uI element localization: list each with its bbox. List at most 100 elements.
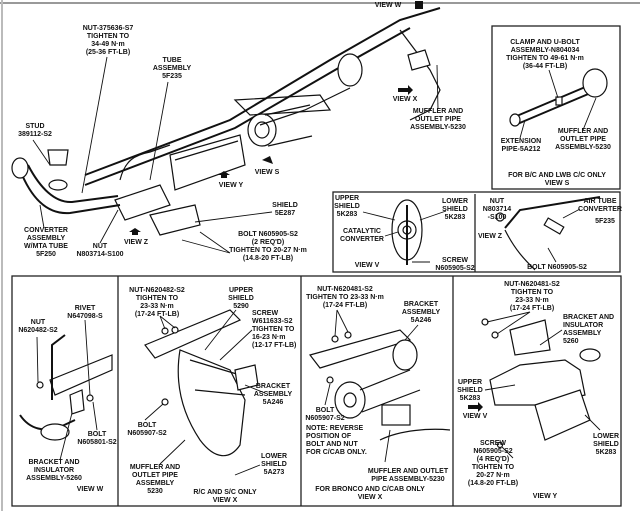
label-line: LOWER xyxy=(593,433,619,440)
label-line: (36-44 FT-LB) xyxy=(523,63,567,70)
label-line: ASSEMBLY xyxy=(136,480,175,487)
label-line: VIEW S xyxy=(255,169,280,176)
label-line: VIEW Y xyxy=(219,182,244,189)
label-line: SHIELD xyxy=(272,202,298,209)
label-line: 5260 xyxy=(563,338,579,345)
label-line: SCREW xyxy=(480,440,506,447)
label-line: 5K283 xyxy=(445,214,466,221)
view-w-drawing xyxy=(19,319,113,461)
label-line: SCREW xyxy=(252,310,278,317)
label-line: ASSEMBLY xyxy=(402,309,441,316)
label-line: TIGHTEN TO xyxy=(472,464,515,471)
label-line: (25-36 FT-LB) xyxy=(86,49,130,56)
label-line: N605907-S2 xyxy=(305,415,344,422)
view-y-arrow xyxy=(218,171,230,178)
label-line: STUD xyxy=(25,123,44,130)
view-v-z-panel xyxy=(332,191,621,273)
label-y-viewv: VIEW V xyxy=(463,413,488,420)
label-line: VIEW Z xyxy=(124,239,149,246)
label-line: 5E287 xyxy=(275,210,295,217)
label-line: BRACKET xyxy=(256,383,291,390)
label-line: VIEW Z xyxy=(478,233,503,240)
label-line: TIGHTEN TO 23-33 N·m xyxy=(306,294,384,301)
label-line: BOLT AND NUT xyxy=(306,441,358,448)
label-z-5f235: 5F235 xyxy=(595,218,615,225)
label-line: SHIELD xyxy=(457,387,483,394)
label-line: TUBE xyxy=(162,57,181,64)
label-line: UPPER xyxy=(335,195,359,202)
label-line: LOWER xyxy=(261,453,287,460)
label-line: 5F250 xyxy=(36,251,56,258)
label-line: LOWER xyxy=(442,198,468,205)
label-line: VIEW S xyxy=(545,180,570,187)
label-line: (14.8-20 FT-LB) xyxy=(243,255,293,262)
label-line: 5290 xyxy=(233,303,249,310)
label-line: CONVERTER xyxy=(340,236,384,243)
label-view-s-main: VIEW S xyxy=(255,169,280,176)
label-line: SHIELD xyxy=(228,295,254,302)
label-line: BOLT xyxy=(316,407,335,414)
label-line: (17-24 FT-LB) xyxy=(135,311,179,318)
label-line: VIEW X xyxy=(213,497,238,504)
label-line: FOR B/C AND LWB C/C ONLY xyxy=(508,172,606,179)
label-line: ASSEMBLY xyxy=(254,391,293,398)
label-line: FOR BRONCO AND C/CAB ONLY xyxy=(315,486,425,493)
label-line: (17-24 FT-LB) xyxy=(510,305,554,312)
label-line: VIEW W xyxy=(77,486,104,493)
label-view-x-main: VIEW X xyxy=(393,96,418,103)
label-line: NUT xyxy=(93,243,108,250)
label-line: 389112-S2 xyxy=(18,131,52,138)
view-v-arrow xyxy=(468,402,483,412)
label-line: N803714-S100 xyxy=(76,251,123,258)
leader-lines-main xyxy=(32,56,439,254)
label-line: VIEW X xyxy=(358,494,383,501)
view-x-rc-drawing xyxy=(144,309,266,476)
label-line: CONVERTER xyxy=(24,227,68,234)
label-view-y-main: VIEW Y xyxy=(219,182,244,189)
label-line: EXTENSION xyxy=(501,138,541,145)
label-line: BOLT xyxy=(88,431,107,438)
label-line: BRACKET AND xyxy=(28,459,79,466)
label-line: OUTLET PIPE xyxy=(560,136,606,143)
label-line: MUFFLER AND xyxy=(413,108,463,115)
label-line: 34-49 N·m xyxy=(91,41,124,48)
label-line: (14.8-20 FT-LB) xyxy=(468,480,518,487)
label-line: POSITION OF xyxy=(306,433,352,440)
view-x-arrow xyxy=(398,85,413,95)
label-line: 5A273 xyxy=(264,469,285,476)
label-z-caption: VIEW Z xyxy=(478,233,503,240)
label-line: BOLT xyxy=(138,422,157,429)
label-line: PIPE-5A212 xyxy=(502,146,541,153)
label-line: TIGHTEN TO 49-61 N·m xyxy=(506,55,584,62)
label-line: TIGHTEN TO xyxy=(252,326,295,333)
label-view-w-main: VIEW W xyxy=(375,2,402,9)
label-line: 5K283 xyxy=(337,211,358,218)
label-line: OUTLET PIPE xyxy=(132,472,178,479)
label-line: NUT xyxy=(31,319,46,326)
label-line: 5K283 xyxy=(460,395,481,402)
label-line: 5A246 xyxy=(263,399,284,406)
view-s-panel xyxy=(491,25,621,190)
